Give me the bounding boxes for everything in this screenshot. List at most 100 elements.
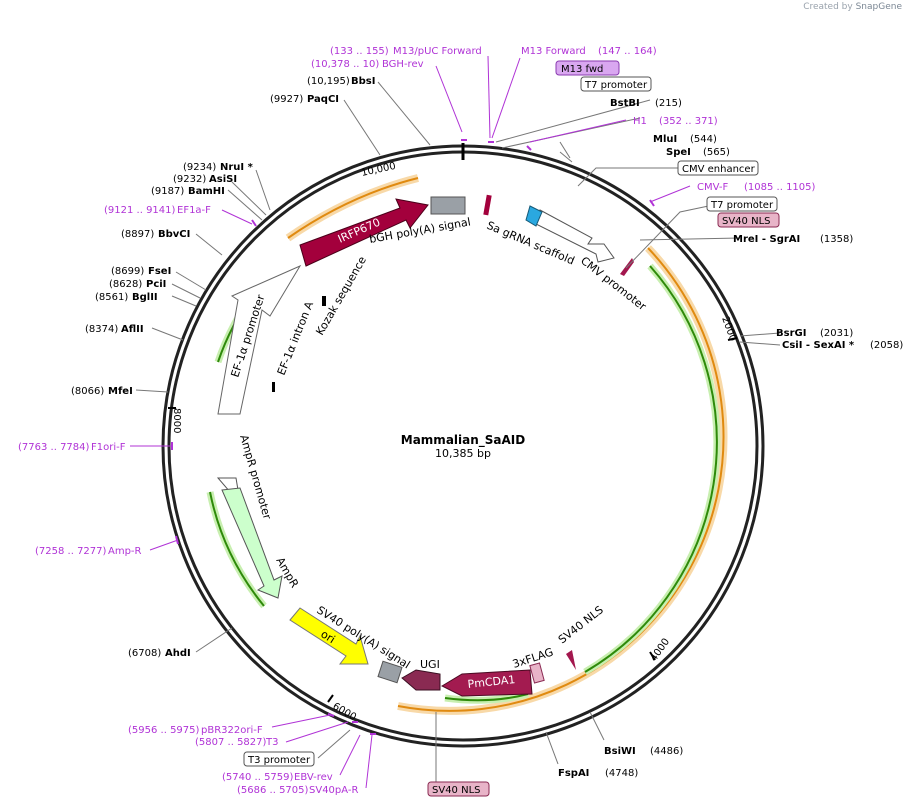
primer-name: EBV-rev (294, 772, 333, 783)
credit-brand: SnapGene (855, 2, 902, 12)
sa-gRNA-scaffold-arrow (535, 209, 615, 263)
primer-labels: (133 .. 155) M13/pUC Forward (10,378 .. … (18, 46, 816, 796)
enzyme-pos: (2031) (820, 328, 853, 339)
boxed-label-cmv-enhancer: CMV enhancer (682, 164, 756, 175)
primer-pos: (7763 .. 7784) (18, 442, 90, 453)
boxed-label-m13-fwd: M13 fwd (561, 64, 603, 75)
plasmid-name: Mammalian_SaAID (401, 433, 526, 448)
primer-name: CMV-F (697, 182, 728, 193)
enzyme-name: BstBI (610, 98, 640, 109)
flag-box (529, 662, 545, 684)
primer-pos: (9121 .. 9141) (104, 205, 176, 216)
enzyme-pos: (8374) (85, 324, 118, 335)
enzyme-name: MreI - SgrAI (733, 234, 800, 245)
tick-mark (649, 651, 656, 661)
feature-label-ori: ori (318, 628, 337, 647)
sv40-polya-box (377, 660, 403, 684)
enzyme-name: BbvCI (158, 229, 190, 240)
enzyme-name: PciI (146, 279, 166, 290)
enzyme-pos: (9927) (270, 94, 303, 105)
sv40-nls-arrow (566, 650, 576, 670)
enzyme-pos: (8897) (121, 229, 154, 240)
feature-label-ef1a-intron: EF-1α intron A (275, 299, 317, 377)
enzyme-pos: (10,195) (307, 76, 350, 87)
primer-pos: (5740 .. 5759) (222, 772, 294, 783)
primer-name: EF1a-F (177, 205, 211, 216)
enzyme-name: PaqCI (307, 94, 339, 105)
enzyme-pos: (8628) (109, 279, 142, 290)
cas-blue-block (525, 205, 543, 227)
enzyme-pos: (8561) (95, 292, 128, 303)
feature-label-ugi: UGI (420, 658, 440, 671)
primer-name: SV40pA-R (309, 785, 358, 796)
enzyme-name: CsiI - SexAI * (782, 340, 855, 351)
enzyme-pos: (9234) (183, 162, 216, 173)
primer-name: BGH-rev (382, 59, 424, 70)
credit-prefix: Created by (803, 2, 853, 12)
primer-name: M13 Forward (521, 46, 586, 57)
primer-pos: (5686 .. 5705) (237, 785, 309, 796)
irfp670-arrow (299, 198, 429, 267)
primer-name: F1ori-F (91, 442, 126, 453)
primer-markers (171, 139, 655, 735)
bgh-polya-box (430, 196, 466, 215)
m13-primer-bar (483, 194, 492, 216)
enzyme-name: AhdI (165, 648, 191, 659)
primer-pos: (7258 .. 7277) (35, 546, 107, 557)
enzyme-pos: (9187) (151, 186, 184, 197)
orf-arc-green-right (584, 265, 718, 673)
boxed-label-t7-promoter-2: T7 promoter (710, 200, 774, 211)
tick-label-8000: 8000 (171, 408, 182, 433)
enzyme-name: BsiWI (604, 746, 636, 757)
orf-arc-top (287, 177, 419, 239)
enzyme-pos: (2058) (870, 340, 903, 351)
primer-name: M13/pUC Forward (393, 46, 482, 57)
enzyme-pos: (8699) (111, 266, 144, 277)
enzyme-labels: (10,195) BbsI (9927) PaqCI (9234) NruI *… (71, 76, 903, 779)
intron-marker (272, 382, 275, 392)
boxed-label-sv40-nls: SV40 NLS (722, 216, 771, 227)
snapgene-credit: Created by SnapGene (803, 2, 902, 12)
boxed-label-t3-promoter: T3 promoter (247, 755, 311, 766)
tick-mark (727, 337, 738, 341)
enzyme-name: AsiSI (209, 174, 237, 185)
primer-name: H1 (633, 116, 647, 127)
enzyme-name: FspAI (558, 768, 589, 779)
kozak-marker (322, 296, 326, 306)
feature-label-cmv-promoter: CMV promoter (578, 254, 649, 313)
primer-name: pBR322ori-F (201, 725, 263, 736)
enzyme-name: MfeI (108, 386, 133, 397)
primer-lines (130, 55, 691, 789)
boxed-labels: M13 fwd T7 promoter CMV enhancer T7 prom… (243, 60, 780, 797)
primer-pos: (133 .. 155) (330, 46, 389, 57)
orf-arc-green-bottom (444, 693, 529, 702)
tick-mark (327, 694, 334, 703)
ugi-arrow (401, 669, 441, 691)
enzyme-pos: (4486) (650, 746, 683, 757)
primer-pos: (10,378 .. 10) (311, 59, 379, 70)
enzyme-pos: (1358) (820, 234, 853, 245)
enzyme-name: BglII (132, 292, 158, 303)
enzyme-pos: (6708) (128, 648, 161, 659)
enzyme-name: FseI (148, 266, 171, 277)
boxed-label-sv40-nls-2: SV40 NLS (432, 785, 481, 796)
enzyme-pos: (565) (703, 147, 730, 158)
tick-label-4000: 4000 (648, 637, 672, 664)
enzyme-pos: (215) (655, 98, 682, 109)
plasmid-length: 10,385 bp (435, 447, 491, 460)
enzyme-name: NruI * (220, 162, 254, 173)
primer-pos: (352 .. 371) (659, 116, 718, 127)
ampr-arrow (221, 487, 283, 599)
primer-pos: (1085 .. 1105) (744, 182, 816, 193)
orf-arc-green-ampr (209, 491, 265, 607)
primer-pos: (147 .. 164) (598, 46, 657, 57)
leader-lines (135, 81, 781, 782)
enzyme-pos: (9232) (173, 174, 206, 185)
enzyme-name: MluI (653, 134, 677, 145)
primer-name: T3 (265, 737, 278, 748)
pmcda1-arrow (440, 669, 533, 697)
ef1a-promoter-arrow (217, 264, 302, 415)
enzyme-name: BamHI (188, 186, 225, 197)
boxed-label-t7-promoter: T7 promoter (584, 80, 648, 91)
